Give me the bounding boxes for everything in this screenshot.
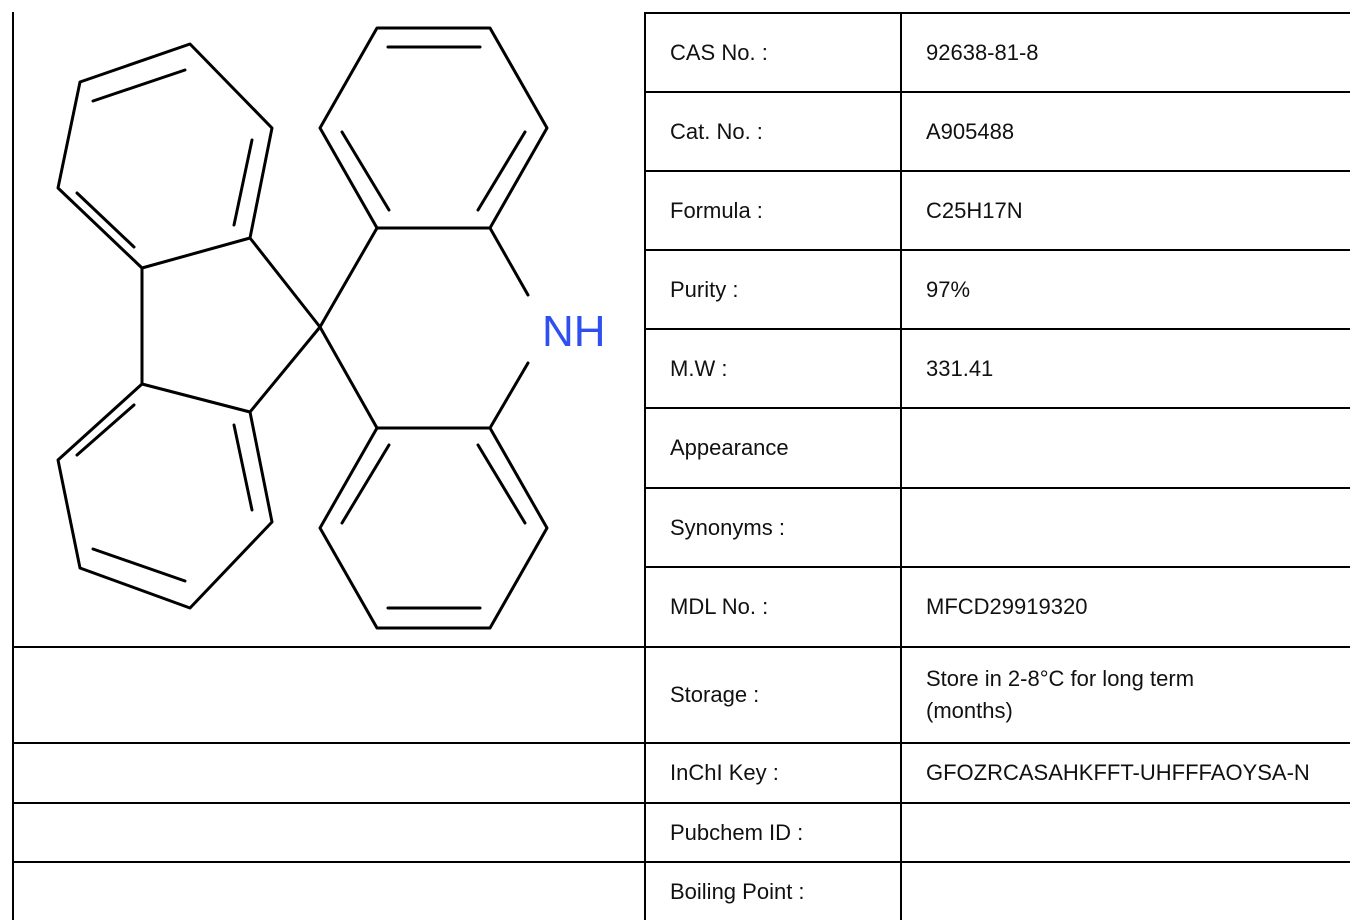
row-border-full <box>12 646 1350 648</box>
label-boiling-point: Boiling Point : <box>670 878 805 904</box>
value-mw: 331.41 <box>926 355 994 381</box>
value-appearance <box>926 409 1341 487</box>
table-top-border <box>645 12 1350 14</box>
label-mw: M.W : <box>670 355 728 381</box>
nitrogen-bond <box>488 226 530 297</box>
acridine-ring-lower <box>318 426 549 630</box>
value-boiling-point <box>926 863 1341 920</box>
spiro-bond <box>248 325 322 414</box>
structure-divider <box>644 12 646 920</box>
value-cat-no: A905488 <box>926 118 1015 144</box>
label-storage: Storage : <box>670 682 760 708</box>
label-pubchem-id: Pubchem ID : <box>670 819 804 845</box>
double-bond <box>476 443 527 525</box>
row-border <box>645 487 1350 489</box>
row-border <box>645 249 1350 251</box>
value-storage: Store in 2-8°C for long term (months) <box>926 666 1195 723</box>
label-cat-no: Cat. No. : <box>670 118 763 144</box>
label-synonyms: Synonyms : <box>670 514 785 540</box>
table-left-border <box>12 12 14 920</box>
label-mdl-no: MDL No. : <box>670 594 769 620</box>
spiro-bond <box>318 325 379 430</box>
double-bond <box>232 138 254 227</box>
double-bond <box>476 130 527 212</box>
value-formula: C25H17N <box>926 197 1023 223</box>
double-bond <box>75 191 136 249</box>
nitrogen-bond <box>488 361 530 430</box>
label-formula: Formula : <box>670 197 763 223</box>
double-bond <box>75 403 136 457</box>
value-cas-no: 92638-81-8 <box>926 39 1039 65</box>
value-inchi-key: GFOZRCASAHKFFT-UHFFFAOYSA-N <box>926 760 1310 786</box>
row-border <box>645 566 1350 568</box>
column-divider <box>900 12 902 920</box>
row-border <box>645 407 1350 409</box>
value-synonyms <box>926 489 1341 566</box>
label-appearance: Appearance <box>670 435 789 461</box>
spiro-bond <box>248 236 322 329</box>
row-border <box>645 328 1350 330</box>
row-border <box>645 170 1350 172</box>
label-purity: Purity : <box>670 276 739 302</box>
row-border-full <box>12 742 1350 744</box>
spiro-bond <box>318 226 379 329</box>
nh-atom-label: NH <box>542 307 606 356</box>
row-border <box>645 91 1350 93</box>
value-mdl-no: MFCD29919320 <box>926 594 1088 620</box>
double-bond <box>340 130 391 212</box>
row-border-full <box>12 861 1350 863</box>
value-pubchem-id <box>926 804 1341 861</box>
chemical-structure: NH <box>14 14 642 644</box>
double-bond <box>91 68 187 103</box>
value-purity: 97% <box>926 276 971 302</box>
label-cas-no: CAS No. : <box>670 39 768 65</box>
acridine-ring-upper <box>318 26 549 230</box>
double-bond <box>91 547 187 583</box>
structure-drawing <box>56 26 549 630</box>
label-inchi-key: InChI Key : <box>670 760 779 786</box>
double-bond <box>232 423 254 512</box>
double-bond <box>340 443 391 525</box>
row-border-full <box>12 802 1350 804</box>
